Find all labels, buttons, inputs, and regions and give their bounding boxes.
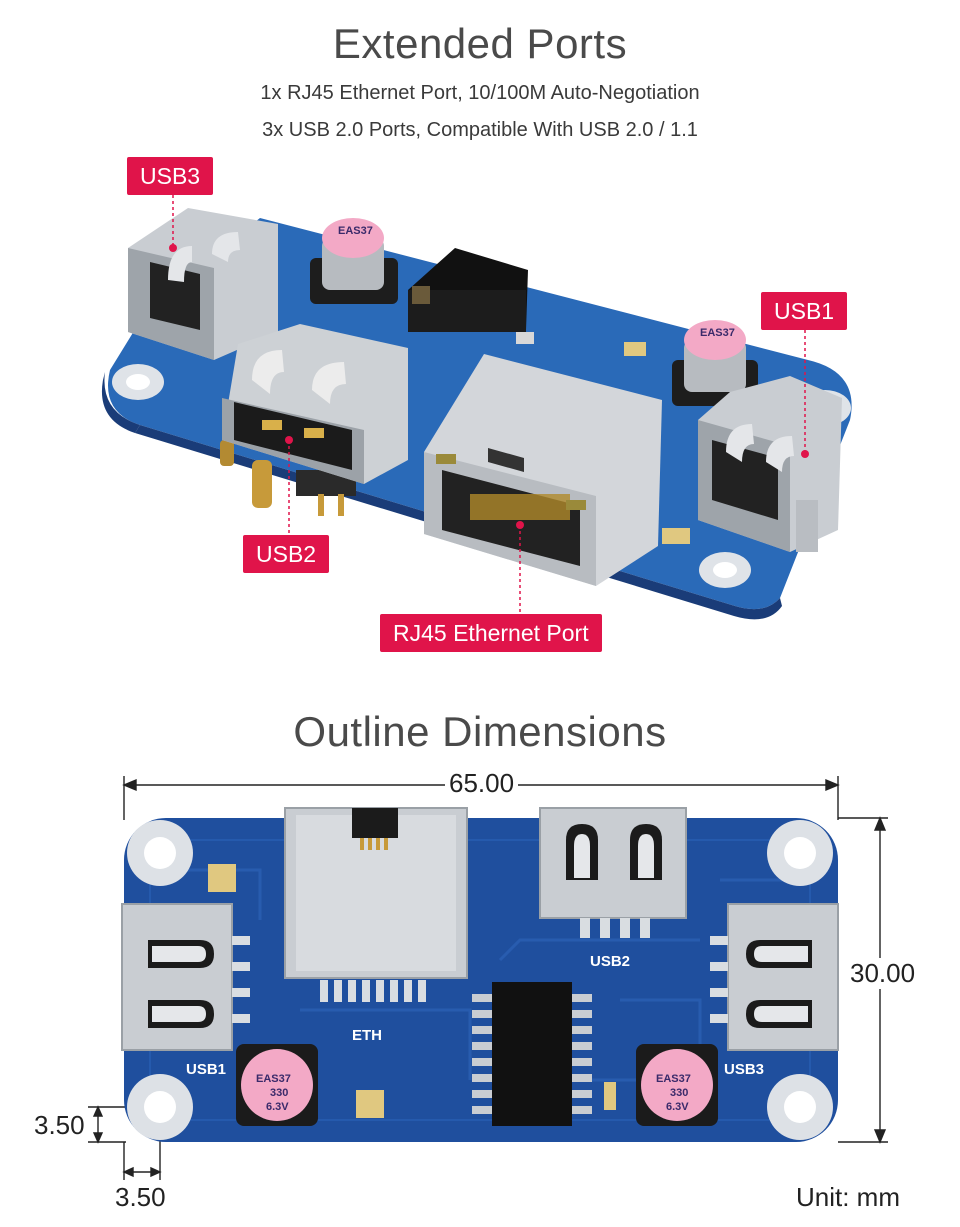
usb3-port-top: USB3 bbox=[710, 903, 839, 1078]
capacitor-left-3d: EAS37 bbox=[310, 218, 398, 304]
header-pins-3d bbox=[220, 440, 356, 516]
label-rj45: RJ45 Ethernet Port bbox=[380, 614, 602, 652]
capacitor-right-marking: EAS37 bbox=[700, 327, 735, 339]
mounting-holes-top bbox=[127, 820, 833, 1140]
usb1-port-3d bbox=[698, 376, 842, 552]
spec-line-usb: 3x USB 2.0 Ports, Compatible With USB 2.… bbox=[262, 119, 698, 141]
capacitor-left-top-line1: EAS37 bbox=[256, 1073, 291, 1085]
leader-dots bbox=[169, 244, 809, 529]
usb2-port-3d bbox=[222, 324, 408, 484]
smd-components-top bbox=[208, 864, 616, 1118]
dimension-lines bbox=[88, 776, 888, 1180]
transformer-chip-top bbox=[472, 982, 592, 1126]
rj45-jack-3d bbox=[424, 354, 662, 586]
label-usb1: USB1 bbox=[761, 292, 848, 330]
dim-hole-y: 3.50 bbox=[30, 1110, 89, 1141]
dim-height: 30.00 bbox=[846, 958, 920, 989]
silk-usb2: USB2 bbox=[590, 953, 630, 970]
dim-width: 65.00 bbox=[445, 768, 519, 799]
capacitor-left-top-line3: 6.3V bbox=[266, 1101, 289, 1113]
label-usb3: USB3 bbox=[127, 157, 214, 195]
unit-label: Unit: mm bbox=[796, 1182, 900, 1212]
capacitor-right-top-line3: 6.3V bbox=[666, 1101, 689, 1113]
dim-hole-x: 3.50 bbox=[111, 1182, 170, 1213]
section-title-outline: Outline Dimensions bbox=[293, 708, 667, 755]
smd-components-3d bbox=[516, 332, 690, 544]
section-title-extended-ports: Extended Ports bbox=[332, 20, 628, 67]
silk-eth: ETH bbox=[352, 1027, 382, 1044]
capacitor-left-marking: EAS37 bbox=[338, 225, 373, 237]
capacitors-top: EAS37 330 6.3V EAS37 330 6.3V bbox=[236, 1044, 718, 1126]
usb1-port-top: USB1 bbox=[121, 903, 250, 1078]
capacitor-right-top-line1: EAS37 bbox=[656, 1073, 691, 1085]
label-usb2: USB2 bbox=[243, 535, 330, 573]
silk-usb1: USB1 bbox=[186, 1061, 226, 1078]
board-3d-illustration: EAS37 bbox=[101, 195, 852, 620]
eth-jack-top: ETH bbox=[284, 807, 468, 1044]
capacitor-left-top-line2: 330 bbox=[270, 1087, 288, 1099]
ethernet-transformer-3d bbox=[408, 248, 528, 332]
spec-line-ethernet: 1x RJ45 Ethernet Port, 10/100M Auto-Nego… bbox=[260, 82, 700, 104]
usb3-port-3d bbox=[128, 208, 278, 360]
capacitor-right-top-line2: 330 bbox=[670, 1087, 688, 1099]
silk-usb3: USB3 bbox=[724, 1061, 764, 1078]
leader-lines bbox=[172, 195, 806, 614]
usb2-port-top: USB2 bbox=[539, 807, 687, 970]
